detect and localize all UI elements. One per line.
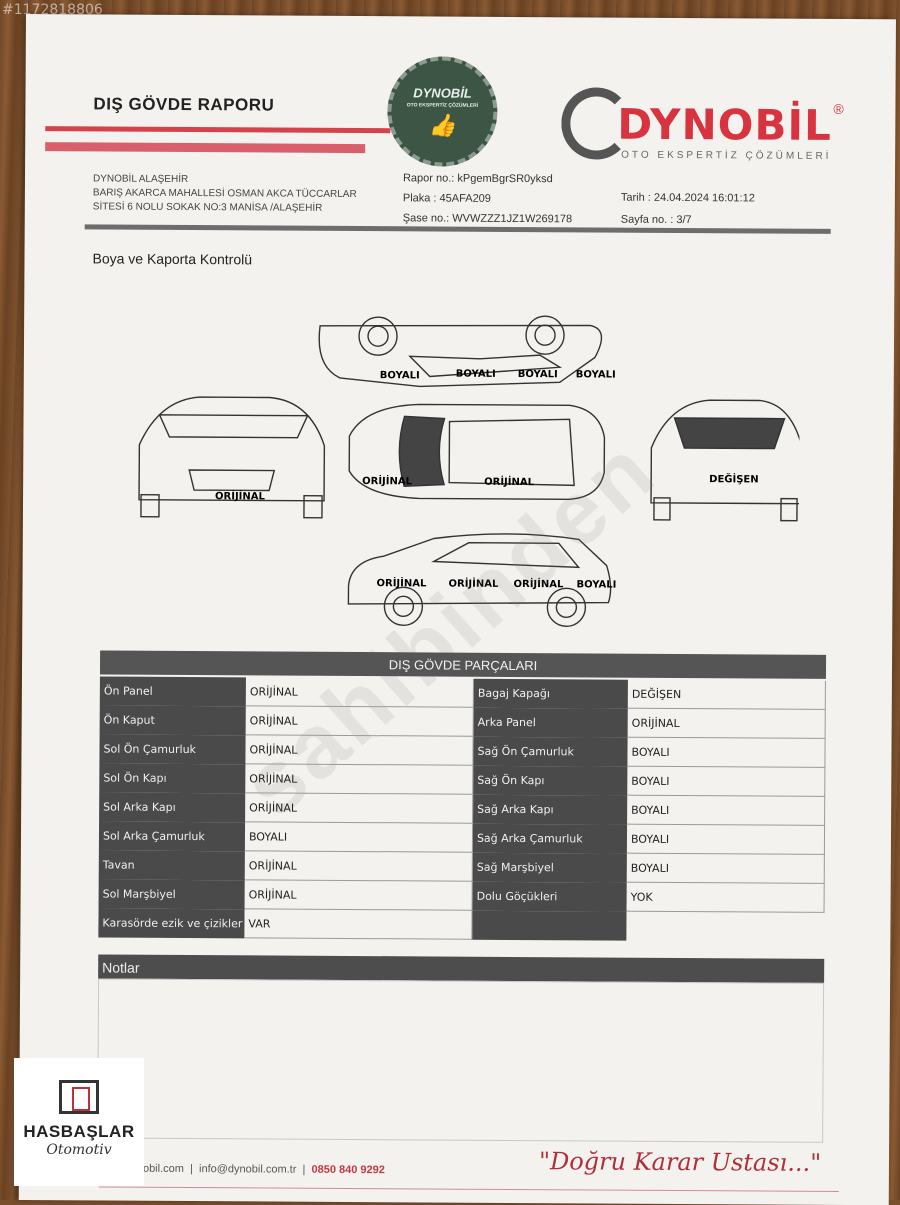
part-status: BOYALI [626, 824, 826, 855]
part-name: Sağ Ön Kapı [473, 765, 628, 796]
dealer-sub: Otomotiv [46, 1142, 112, 1158]
diagram-label: DEĞİŞEN [709, 471, 759, 485]
part-name: Sol Ön Kapı [99, 763, 246, 794]
seal-sub: OTO EKSPERTİZ ÇÖZÜMLERİ [406, 101, 479, 109]
thumbs-up-icon: 👍 [428, 111, 457, 138]
part-status: ORİJİNAL [245, 706, 474, 737]
part-name: Sol Arka Kapı [99, 792, 246, 823]
body-parts-table-header: DIŞ GÖVDE PARÇALARI [99, 650, 827, 679]
diagram-label: BOYALI [518, 369, 558, 380]
part-name: Ön Kaput [99, 705, 246, 736]
part-name: Sağ Arka Kapı [473, 794, 628, 825]
report-title: DIŞ GÖVDE RAPORU [93, 94, 275, 115]
part-name: Dolu Göçükleri [472, 881, 627, 912]
part-status: YOK [626, 882, 825, 913]
diagram-label: BOYALI [576, 579, 616, 590]
header-divider [84, 224, 831, 234]
slogan: "Doğru Karar Ustası..." [538, 1147, 822, 1177]
part-status: BOYALI [627, 737, 826, 768]
car-front-view [138, 396, 326, 502]
part-name: Sağ Marşbiyel [472, 852, 627, 883]
part-status: ORİJİNAL [244, 880, 473, 911]
part-name: Ön Panel [99, 676, 246, 707]
report-page: DIŞ GÖVDE RAPORU DYNOBİL OTO EKSPERTİZ Ç… [18, 14, 896, 1205]
section-title: Boya ve Kaporta Kontrolü [92, 250, 253, 268]
part-name: Tavan [98, 850, 245, 881]
part-name: Karasörde ezik ve çizikler [98, 908, 245, 939]
part-status: BOYALI [626, 853, 825, 884]
part-name: Sol Ön Çamurluk [99, 734, 246, 765]
part-status: DEĞİŞEN [627, 679, 826, 710]
car-rear-view [650, 399, 801, 505]
address-line: SİTESİ 6 NOLU SOKAK NO:3 MANİSA /ALAŞEHİ… [92, 201, 323, 214]
brand-name: DYNOBİL [617, 99, 832, 150]
part-name: Sağ Ön Çamurluk [473, 736, 628, 767]
diagram-label: ORİJİNAL [484, 474, 535, 488]
empty-cell [472, 910, 627, 941]
diagram-label: ORİJİNAL [513, 576, 564, 590]
part-name: Sol Marşbiyel [98, 879, 245, 910]
diagram-label: ORİJİNAL [362, 473, 413, 487]
diagram-label: ORİJİNAL [215, 488, 266, 502]
part-status: BOYALI [627, 766, 826, 797]
part-status: ORİJİNAL [245, 764, 474, 795]
car-top-view [348, 403, 606, 501]
part-status: ORİJİNAL [245, 677, 474, 708]
part-status: VAR [244, 909, 473, 940]
page-number: Sayfa no. : 3/7 [620, 213, 692, 227]
part-status: ORİJİNAL [245, 735, 474, 766]
part-status: BOYALI [627, 795, 826, 826]
chassis-number: Şase no.: WVWZZZ1JZ1W269178 [402, 212, 573, 226]
car-side-left-view [347, 533, 612, 605]
part-status: ORİJİNAL [244, 851, 473, 882]
diagram-label: BOYALI [456, 369, 496, 380]
title-underline-thick [45, 142, 366, 154]
diagram-label: ORİJİNAL [376, 575, 427, 589]
diagram-label: BOYALI [576, 369, 616, 380]
dealer-logo: HASBAŞLAR Otomotiv [14, 1058, 144, 1186]
part-name: Sol Arka Çamurluk [98, 821, 246, 852]
part-name: Arka Panel [473, 707, 628, 738]
dealer-name: HASBAŞLAR [23, 1122, 135, 1141]
footer-email: info@dynobil.com.tr [198, 1163, 297, 1176]
part-name: Sağ Arka Çamurluk [472, 823, 628, 854]
footer-phone: 0850 840 9292 [311, 1163, 385, 1177]
diagram-label: ORİJİNAL [448, 576, 499, 590]
dynobil-brand-logo: DYNOBİL ® OTO EKSPERTİZ ÇÖZÜMLERİ [555, 85, 875, 167]
report-number: Rapor no.: kPgemBgrSR0yksd [402, 172, 553, 186]
plate-number: Plaka : 45AFA209 [402, 192, 491, 205]
footer-line [98, 1186, 839, 1192]
title-underline [45, 126, 391, 134]
diagram-label: BOYALI [380, 370, 420, 381]
dynobil-seal-logo: DYNOBİL OTO EKSPERTİZ ÇÖZÜMLERİ 👍 [387, 56, 498, 167]
part-status: ORİJİNAL [627, 708, 826, 739]
part-name: Bagaj Kapağı [473, 678, 628, 709]
seal-brand: DYNOBİL [413, 84, 472, 101]
registered-mark: ® [833, 100, 844, 117]
part-status: ORİJİNAL [245, 793, 474, 824]
brand-subtitle: OTO EKSPERTİZ ÇÖZÜMLERİ [621, 149, 832, 162]
car-body-diagram: BOYALI BOYALI BOYALI BOYALI ORİJİNAL ORİ… [138, 315, 801, 628]
car-side-right-view [318, 324, 603, 388]
branch-address: DYNOBİL ALAŞEHİR BARIŞ AKARCA MAHALLESİ … [93, 172, 357, 216]
notes-box [97, 978, 825, 1143]
report-date: Tarih : 24.04.2024 16:01:12 [620, 191, 755, 205]
part-status: BOYALI [244, 822, 474, 853]
hb-monogram-icon [59, 1080, 99, 1114]
